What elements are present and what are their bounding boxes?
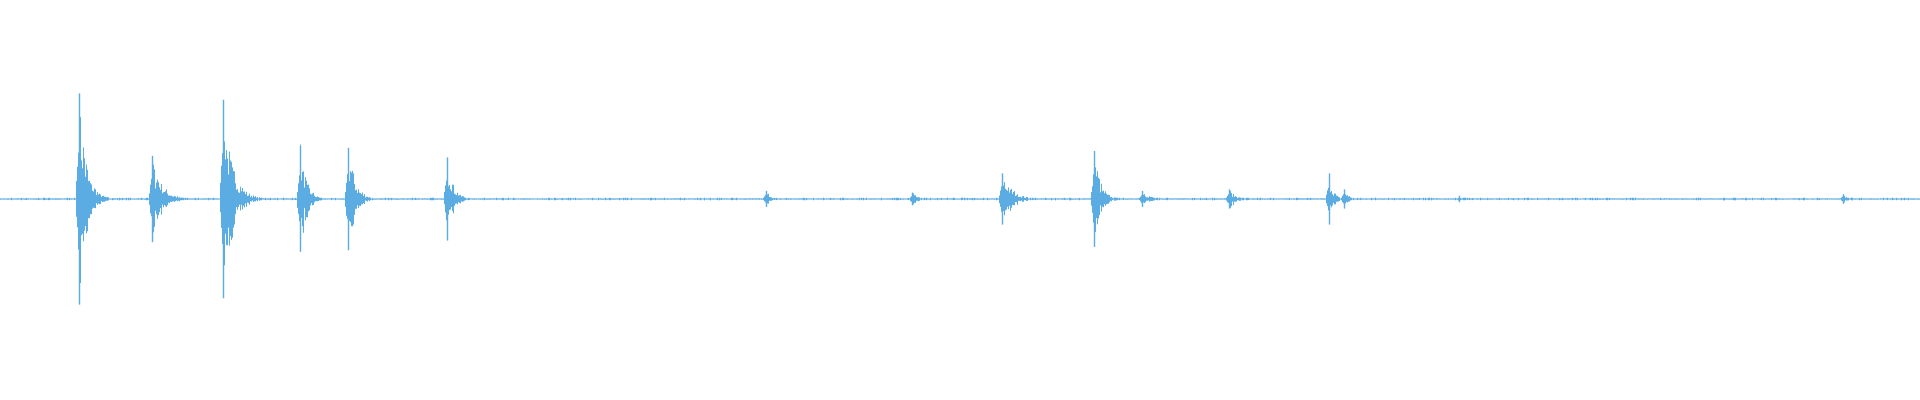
waveform-samples bbox=[0, 93, 1920, 305]
waveform-trace bbox=[0, 117, 1920, 283]
